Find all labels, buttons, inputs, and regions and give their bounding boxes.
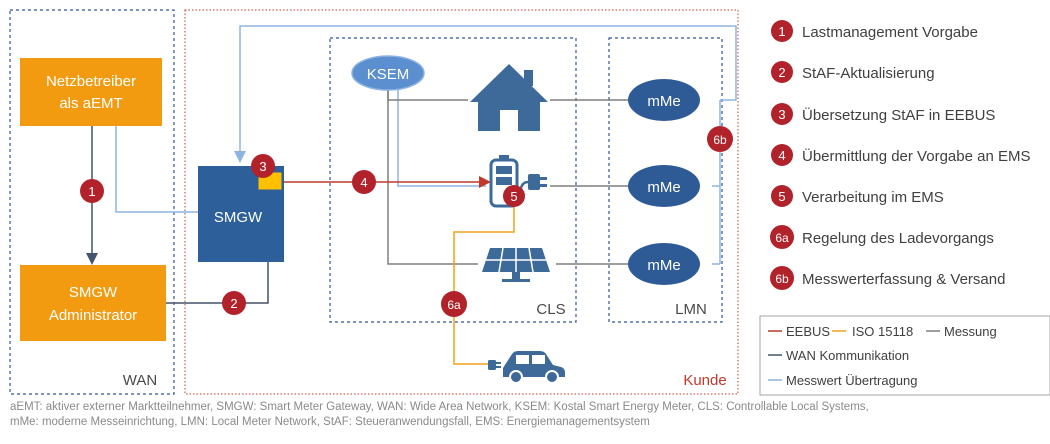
solar-panel-icon — [482, 247, 550, 282]
marker-4: 4 — [352, 170, 376, 194]
svg-text:4: 4 — [360, 175, 367, 190]
marker-6a: 6a — [441, 291, 467, 317]
legend-wan-komm: WAN Kommunikation — [786, 348, 909, 363]
wan-zone-label: WAN — [123, 372, 157, 389]
step-label-6a: Regelung des Ladevorgangs — [802, 230, 994, 247]
svg-text:2: 2 — [230, 296, 237, 311]
svg-text:3: 3 — [259, 159, 266, 174]
mme-node-house[interactable]: mMe — [628, 79, 700, 121]
legend-messwert: Messwert Übertragung — [786, 373, 918, 388]
messwert-line-wan — [110, 105, 198, 213]
legend-messung: Messung — [944, 324, 997, 339]
smgw-box[interactable]: SMGW — [198, 166, 284, 262]
svg-text:4: 4 — [778, 148, 785, 163]
kunde-zone-label: Kunde — [683, 372, 726, 389]
svg-text:1: 1 — [778, 24, 785, 39]
mme-label-1: mMe — [647, 93, 680, 110]
legend-iso: ISO 15118 — [852, 324, 913, 339]
ksem-node[interactable]: KSEM — [351, 55, 425, 91]
marker-3: 3 — [251, 154, 275, 178]
svg-text:5: 5 — [510, 189, 517, 204]
messwert-line-top — [234, 25, 737, 163]
iso-line — [453, 206, 515, 365]
smgw-admin-label-line1: SMGW — [69, 284, 118, 301]
smgw-admin-label-line2: Administrator — [49, 307, 137, 324]
mme-label-2: mMe — [647, 179, 680, 196]
step-item-6a: 6a Regelung des Ladevorgangs — [770, 225, 994, 249]
svg-text:3: 3 — [778, 107, 785, 122]
step-item-4: 4 Übermittlung der Vorgabe an EMS — [771, 144, 1030, 166]
svg-text:6a: 6a — [775, 231, 789, 245]
step-list: 1 Lastmanagement Vorgabe 2 StAF-Aktualis… — [770, 20, 1030, 290]
step-label-4: Übermittlung der Vorgabe an EMS — [802, 147, 1030, 165]
ksem-label: KSEM — [367, 66, 410, 83]
step-label-3: Übersetzung StAF in EEBUS — [802, 106, 995, 124]
netzbetreiber-box[interactable]: Netzbetreiber als aEMT — [20, 58, 162, 126]
step-label-2: StAF-Aktualisierung — [802, 65, 935, 82]
mme-label-3: mMe — [647, 257, 680, 274]
svg-text:6b: 6b — [713, 133, 727, 147]
legend-eebus: EEBUS — [786, 324, 830, 339]
svg-text:6b: 6b — [775, 272, 789, 286]
mme-node-ems[interactable]: mMe — [628, 165, 700, 207]
messung-line-ksem-pv — [387, 90, 478, 265]
step-item-6b: 6b Messwerterfassung & Versand — [770, 266, 1005, 290]
marker-1: 1 — [80, 179, 104, 203]
messwert-line-ksem — [397, 90, 486, 187]
car-icon — [503, 351, 565, 384]
cls-zone — [329, 37, 577, 323]
line-legend: EEBUS ISO 15118 Messung WAN Kommunikatio… — [759, 315, 1050, 396]
wan-zone — [9, 9, 175, 395]
step-label-6b: Messwerterfassung & Versand — [802, 271, 1005, 288]
house-icon — [470, 64, 548, 131]
netzbetreiber-label-line1: Netzbetreiber — [46, 73, 136, 90]
kunde-zone — [184, 9, 739, 395]
step-label-1: Lastmanagement Vorgabe — [802, 24, 978, 41]
step-item-5: 5 Verarbeitung im EMS — [771, 185, 944, 207]
svg-text:5: 5 — [778, 189, 785, 204]
cls-zone-label: CLS — [536, 301, 565, 318]
step-label-5: Verarbeitung im EMS — [802, 189, 944, 206]
footnote-line-2: mMe: moderne Messeinrichtung, LMN: Local… — [10, 416, 650, 428]
mme-node-pv[interactable]: mMe — [628, 243, 700, 285]
messung-line-ksem-house — [387, 90, 468, 101]
svg-text:1: 1 — [88, 184, 95, 199]
footnote: aEMT: aktiver externer Marktteilnehmer, … — [10, 400, 1045, 430]
svg-text:2: 2 — [778, 65, 785, 80]
footnote-line-1: aEMT: aktiver externer Marktteilnehmer, … — [10, 401, 869, 413]
smgw-label: SMGW — [214, 209, 263, 226]
smgw-admin-box[interactable]: SMGW Administrator — [20, 265, 166, 341]
step-item-3: 3 Übersetzung StAF in EEBUS — [771, 103, 995, 125]
marker-5: 5 — [503, 185, 525, 207]
lmn-zone — [608, 37, 723, 323]
lmn-zone-label: LMN — [675, 301, 707, 318]
step-item-2: 2 StAF-Aktualisierung — [771, 61, 935, 83]
netzbetreiber-label-line2: als aEMT — [59, 95, 122, 112]
marker-6b: 6b — [707, 126, 733, 152]
ems-battery-icon — [489, 155, 519, 208]
svg-text:6a: 6a — [447, 298, 461, 312]
marker-2: 2 — [222, 291, 246, 315]
step-item-1: 1 Lastmanagement Vorgabe — [771, 20, 978, 42]
legend-box — [759, 315, 1050, 396]
ev-plug-icon — [488, 360, 501, 370]
